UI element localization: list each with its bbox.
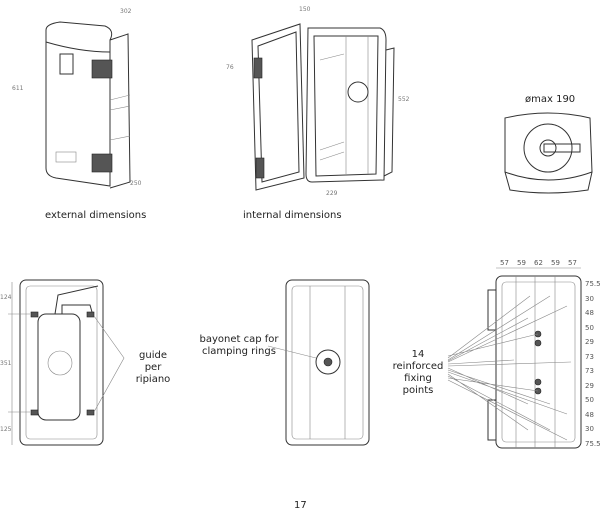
side-dim: 75.5: [585, 280, 600, 288]
side-dim: 50: [585, 323, 594, 332]
external-box-drawing: [45, 21, 131, 189]
side-dim: 30: [585, 294, 594, 303]
external-dimensions-caption: external dimensions: [45, 210, 147, 221]
int-depth-dim: 229: [326, 190, 338, 197]
top-dim: 59: [551, 259, 560, 267]
bracket-drawing: [504, 112, 593, 194]
side-dim: 48: [585, 309, 594, 318]
ext-height-dim: 611: [12, 85, 24, 92]
page-number: 17: [294, 500, 307, 511]
int-height-dim: 552: [398, 96, 410, 103]
side-dim: 30: [585, 425, 594, 434]
top-dim: 57: [500, 259, 509, 267]
guide-label: guide per ripiano: [126, 350, 180, 386]
fixing-label-line: fixing points: [402, 373, 434, 396]
side-dim: 73: [585, 352, 594, 361]
bayonet-front-view: [267, 279, 370, 446]
guide-label-line: guide: [139, 350, 167, 361]
side-dim: 29: [585, 338, 594, 347]
guide-dim: 125: [0, 426, 12, 433]
fixing-side-dims: 75.5 30 48 50 29 73 73 29 50 48 30 75.5: [585, 280, 600, 448]
int-door-depth-dim: 76: [226, 64, 234, 71]
bayonet-label-line: clamping rings: [202, 346, 276, 357]
top-dim: 59: [517, 259, 526, 267]
side-dim: 29: [585, 381, 594, 390]
internal-dimensions-caption: internal dimensions: [243, 210, 342, 221]
internal-box-drawing: [251, 23, 395, 191]
side-dim: 73: [585, 367, 594, 376]
side-dim: 48: [585, 410, 594, 419]
top-dim: 62: [534, 259, 543, 267]
guide-dim: 351: [0, 360, 12, 367]
side-dim: 50: [585, 396, 594, 405]
fixing-label-line: reinforced: [392, 361, 444, 372]
ext-width-dim: 302: [120, 8, 132, 15]
bayonet-label: bayonet cap for clamping rings: [196, 334, 282, 358]
side-dim: 75.5: [585, 439, 600, 448]
guide-label-line: per ripiano: [135, 362, 171, 385]
guide-front-view: [8, 279, 125, 446]
diameter-label: ømax 190: [525, 94, 576, 105]
fixing-label-line: 14: [411, 349, 425, 360]
fixing-points-label: 14 reinforced fixing points: [388, 349, 448, 397]
int-width-dim: 150: [299, 6, 311, 13]
bayonet-label-line: bayonet cap for: [199, 334, 279, 345]
ext-depth-dim: 250: [130, 180, 142, 187]
top-dim: 57: [568, 259, 577, 267]
fixing-top-dims: 57 59 62 59 57: [496, 259, 581, 267]
guide-dim: 124: [0, 294, 12, 301]
fixing-front-view: [447, 267, 582, 449]
